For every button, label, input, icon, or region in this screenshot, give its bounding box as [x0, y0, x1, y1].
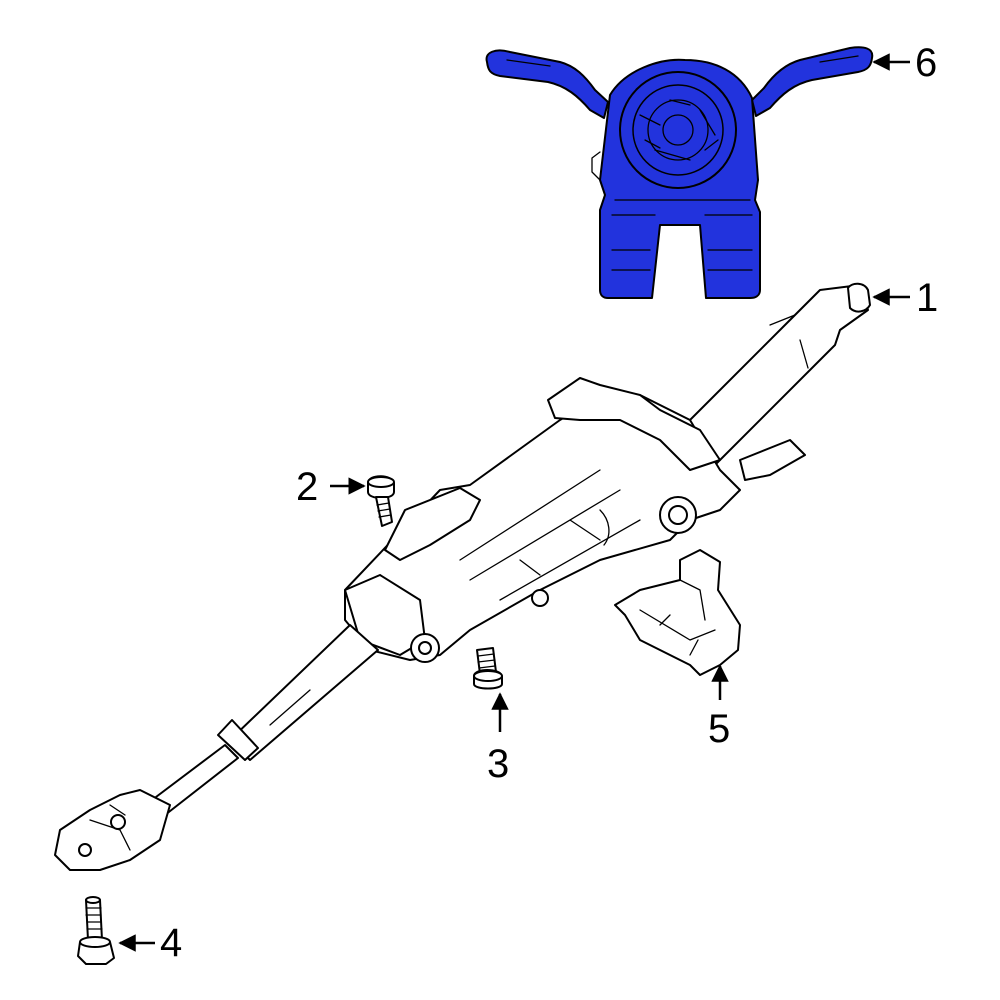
bracket-part-5[interactable]	[614, 549, 741, 676]
bolt-part-3[interactable]	[473, 647, 503, 690]
lower-shaft	[229, 624, 379, 761]
callout-5: 5	[708, 707, 730, 751]
callout-6: 6	[915, 41, 937, 85]
callout-2: 2	[296, 465, 318, 509]
universal-joint	[54, 789, 171, 871]
clock-spring-ring	[619, 71, 737, 189]
upper-bracket	[547, 377, 721, 471]
combination-switch-part[interactable]	[485, 46, 874, 299]
steering-column-part[interactable]	[54, 282, 871, 871]
callout-1: 1	[916, 276, 938, 320]
callout-3: 3	[487, 742, 509, 786]
callout-4: 4	[160, 921, 182, 965]
bolt-part-4[interactable]	[77, 896, 115, 965]
callout-arrows	[118, 53, 910, 952]
right-stalk	[751, 46, 874, 117]
left-stalk	[485, 49, 609, 119]
bolt-part-2[interactable]	[367, 475, 395, 527]
